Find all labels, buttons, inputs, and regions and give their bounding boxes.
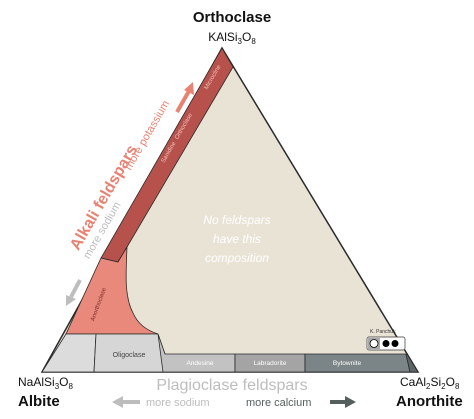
- oligoclase-label: Oligoclase: [113, 352, 146, 359]
- andesine-label: Andesine: [186, 360, 213, 367]
- no-feldspars-line-2: have this: [213, 232, 261, 246]
- orthoclase-formula: KAlSi3O8: [208, 30, 256, 46]
- plagioclase-feldspars-label: Plagioclase feldspars: [156, 377, 307, 394]
- orthoclase-title: Orthoclase: [193, 9, 271, 26]
- anorthite-zone: [405, 353, 419, 373]
- arrow-right-calcium: [330, 396, 356, 408]
- albite-formula: NaAlSi3O8: [18, 375, 73, 391]
- no-feldspars-line-3: composition: [205, 251, 269, 265]
- anorthoclase-field: [65, 246, 159, 335]
- arrow-down-sodium: [66, 279, 82, 306]
- anorthite-title: Anorthite: [396, 393, 463, 410]
- plag-more-calcium-label: more calcium: [246, 397, 311, 409]
- credit-text: K. Panchuk: [370, 329, 396, 335]
- labradorite-label: Labradorite: [254, 360, 287, 367]
- arrow-left-sodium: [112, 396, 140, 408]
- bytownite-label: Bytownite: [333, 360, 362, 367]
- anorthite-formula: CaAl2Si2O8: [400, 375, 460, 391]
- cc-license-badge: [366, 336, 406, 351]
- no-feldspars-line-1: No feldspars: [203, 213, 270, 227]
- arrow-up-potassium: [175, 82, 194, 113]
- plag-more-sodium-label: more sodium: [146, 397, 210, 409]
- albite-zone: [41, 333, 97, 373]
- albite-title: Albite: [18, 393, 60, 410]
